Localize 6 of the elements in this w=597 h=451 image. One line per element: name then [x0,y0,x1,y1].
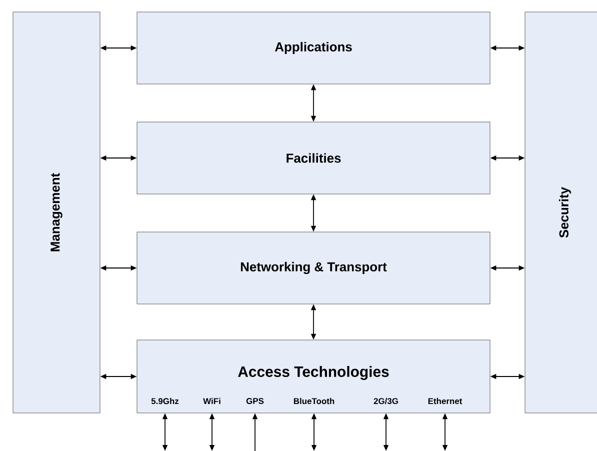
side-panel: Security [524,12,597,414]
layer-box: Networking & Transport [136,232,490,304]
layer-box: Facilities [136,122,490,194]
layer-box: Access Technologies 5.9Ghz WiFi GPS BlueTooth 2G/3G Ethernet [136,340,490,414]
layer-box: Applications [136,12,490,84]
side-panel: Management [12,12,100,414]
